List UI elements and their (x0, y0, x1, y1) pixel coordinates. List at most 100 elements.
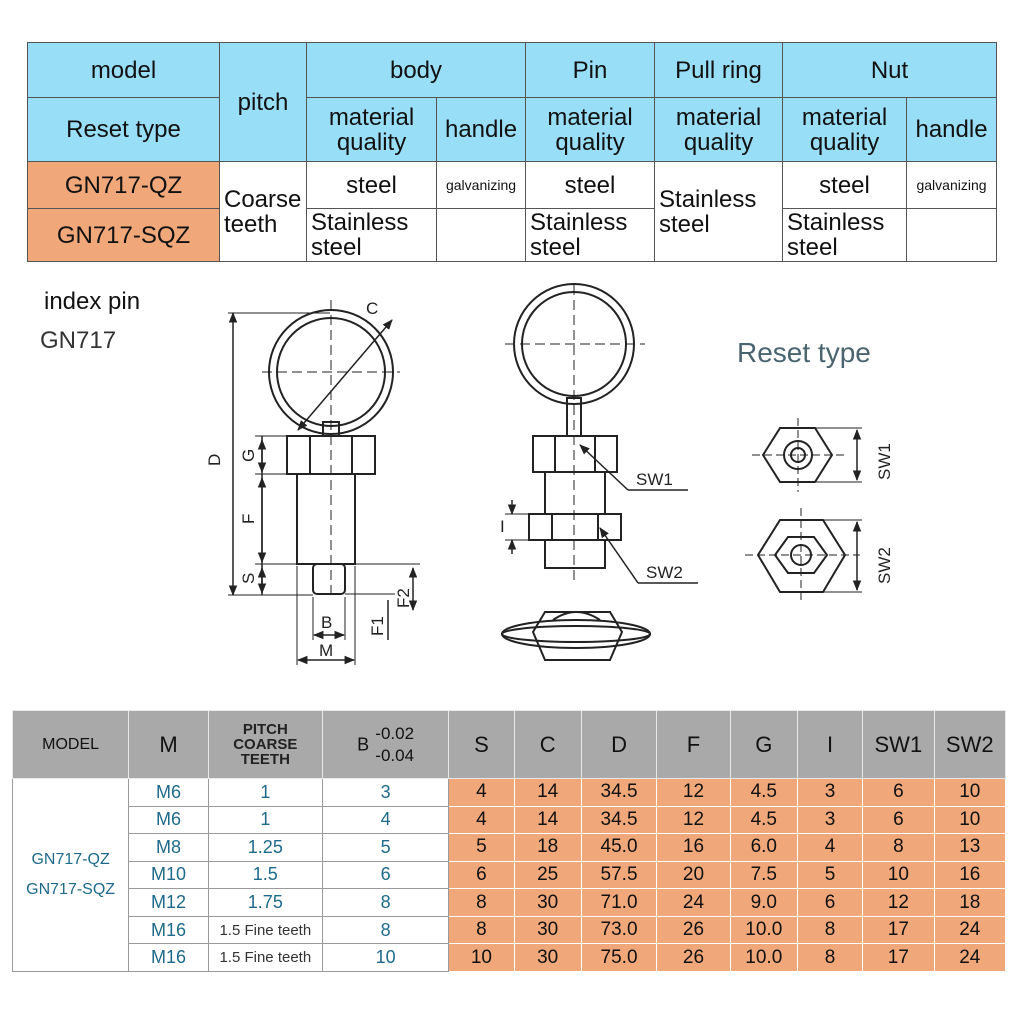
cell-m: M12 (128, 888, 209, 917)
cell-f: 26 (656, 943, 731, 972)
body-material-qz: steel (306, 161, 437, 209)
cell-c: 14 (513, 778, 582, 807)
dim-label-c: C (366, 299, 378, 318)
header-nut-material: material quality (782, 97, 908, 162)
body-material-sqz: Stainless steel (306, 208, 437, 262)
header-d: D (580, 710, 658, 779)
cell-pitch: 1 (207, 778, 323, 807)
cell-g: 9.0 (729, 888, 798, 917)
reset-type-label: Reset type (737, 337, 871, 368)
cell-g: 4.5 (729, 805, 798, 835)
model-qz: GN717-QZ (31, 851, 110, 868)
header-f: F (656, 710, 731, 779)
cell-g: 7.5 (729, 860, 798, 890)
header-nut: Nut (782, 42, 998, 98)
header-model: model (27, 42, 220, 98)
dim-label-d: D (205, 454, 224, 466)
cell-s: 10 (448, 943, 515, 972)
header-sw1: SW1 (862, 710, 935, 779)
cell-i: 8 (796, 943, 864, 972)
body-handle-sqz (435, 208, 527, 262)
header-pitch: pitch (219, 42, 307, 162)
header-body-handle: handle (435, 97, 527, 162)
pitch-value: Coarse teeth (219, 161, 307, 262)
cell-m: M16 (128, 915, 209, 945)
header-pitch: PITCH COARSE TEETH (207, 710, 323, 779)
pin-material-sqz: Stainless steel (525, 208, 656, 262)
table-row: M16 1.5 Fine teeth 10 10 30 75.0 26 10.0… (13, 943, 1007, 972)
dim-label-sw1-mid: SW1 (636, 470, 673, 489)
cell-sw2: 24 (933, 915, 1007, 945)
cell-pitch: 1.5 Fine teeth (207, 915, 323, 945)
header-g: G (729, 710, 798, 779)
header-b: B -0.02 -0.04 (321, 710, 450, 779)
dim-label-i: I (500, 517, 505, 536)
cell-sw1: 17 (862, 943, 935, 972)
body-handle-qz: galvanizing (435, 161, 527, 209)
cell-s: 4 (448, 805, 515, 835)
cell-i: 4 (796, 833, 864, 862)
cell-c: 30 (513, 915, 582, 945)
nut-handle-sqz (906, 208, 998, 262)
spec-table: model pitch body Pin Pull ring Nut Reset… (27, 42, 998, 262)
cell-sw1: 12 (862, 888, 935, 917)
diagram-model: GN717 (40, 327, 117, 354)
model-cell: GN717-QZ GN717-SQZ (11, 778, 130, 972)
cell-f: 24 (656, 888, 731, 917)
table-row: M6 1 4 4 14 34.5 12 4.5 3 6 10 (13, 805, 1007, 835)
cell-pitch: 1.5 Fine teeth (207, 943, 323, 972)
cell-d: 71.0 (580, 888, 658, 917)
cell-g: 4.5 (729, 778, 798, 807)
pin-material-qz: steel (525, 161, 656, 209)
header-c: C (513, 710, 582, 779)
index-pin-reset-view (501, 280, 698, 661)
cell-f: 12 (656, 778, 731, 807)
model-sqz: GN717-SQZ (27, 208, 220, 262)
dim-label-s: S (239, 573, 258, 584)
cell-sw1: 6 (862, 778, 935, 807)
cell-sw2: 10 (933, 805, 1007, 835)
cell-sw1: 17 (862, 915, 935, 945)
cell-pitch: 1.25 (207, 833, 323, 862)
cell-i: 5 (796, 860, 864, 890)
cell-sw1: 8 (862, 833, 935, 862)
header-pin: Pin (525, 42, 656, 98)
cell-d: 57.5 (580, 860, 658, 890)
pull-ring-material: Stainless steel (654, 161, 784, 262)
model-qz: GN717-QZ (27, 161, 220, 209)
cell-f: 12 (656, 805, 731, 835)
header-b-letter: B (357, 734, 370, 754)
cell-c: 14 (513, 805, 582, 835)
cell-m: M10 (128, 860, 209, 890)
dim-label-f: F (239, 514, 258, 524)
cell-b: 6 (321, 860, 450, 890)
header-m: M (128, 710, 209, 779)
table-row: M8 1.25 5 5 18 45.0 16 6.0 4 8 13 (13, 833, 1007, 862)
cell-b: 8 (321, 888, 450, 917)
cell-m: M16 (128, 943, 209, 972)
header-reset-type: Reset type (27, 97, 220, 162)
dim-label-m: M (319, 641, 333, 660)
model-sqz: GN717-SQZ (26, 881, 116, 898)
table-row: M16 1.5 Fine teeth 8 8 30 73.0 26 10.0 8… (13, 915, 1007, 945)
header-b-tol-upper: -0.02 (375, 723, 415, 743)
cell-pitch: 1.5 (207, 860, 323, 890)
cell-sw2: 24 (933, 943, 1007, 972)
header-pin-material: material quality (525, 97, 656, 162)
header-pull-ring-material: material quality (654, 97, 784, 162)
dimension-table: MODEL M PITCH COARSE TEETH B -0.02 -0.04… (11, 710, 1007, 972)
header-body-material: material quality (306, 97, 437, 162)
cell-i: 6 (796, 888, 864, 917)
cell-d: 73.0 (580, 915, 658, 945)
cell-d: 34.5 (580, 805, 658, 835)
header-model: MODEL (11, 710, 130, 779)
header-b-tol-lower: -0.04 (375, 745, 415, 765)
header-body: body (305, 42, 527, 98)
reset-type-hex-views (745, 418, 862, 602)
cell-sw1: 10 (862, 860, 935, 890)
nut-material-sqz: Stainless steel (782, 208, 908, 262)
cell-b: 8 (321, 915, 450, 945)
cell-sw2: 16 (933, 860, 1007, 890)
dim-label-b: B (321, 613, 332, 632)
dim-label-sw2-hex: SW2 (875, 547, 894, 584)
